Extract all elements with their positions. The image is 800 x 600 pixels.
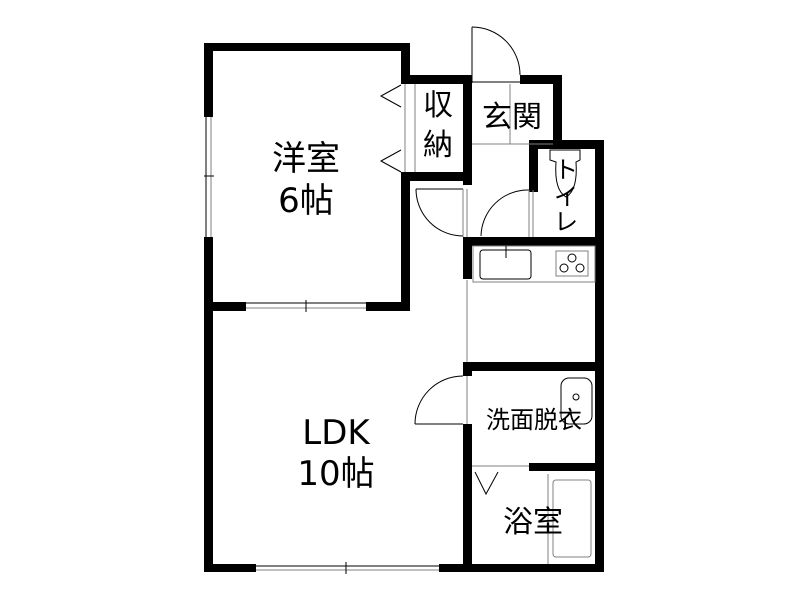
room-name-entrance: 玄関 <box>482 100 542 135</box>
wall <box>204 564 256 572</box>
wall <box>401 75 472 84</box>
wall <box>595 140 604 572</box>
wall <box>366 302 410 311</box>
wall <box>204 237 213 572</box>
fixtures <box>472 149 596 564</box>
wall <box>463 362 604 371</box>
walls <box>204 43 604 572</box>
room-name-washroom: 洗面脱衣 <box>486 406 582 434</box>
doors <box>379 26 534 496</box>
partitions <box>414 84 553 362</box>
wall <box>553 75 562 147</box>
room-name-toilet-1: ト <box>554 156 578 184</box>
room-name-toilet-2: イ <box>554 183 578 211</box>
room-size-ldk: 10帖 <box>297 454 374 494</box>
wall <box>463 362 472 376</box>
wall <box>529 140 603 149</box>
wall <box>463 424 472 572</box>
wall <box>204 43 213 117</box>
room-name-ldk: LDK <box>302 413 371 453</box>
room-name-western: 洋室 <box>272 139 340 179</box>
wall <box>520 75 562 84</box>
wall <box>463 75 472 185</box>
washbasin-icon <box>560 377 593 425</box>
kitchen-counter <box>472 245 596 283</box>
stove-icon <box>555 250 589 277</box>
room-name-storage-1: 収 <box>423 88 453 123</box>
windows <box>204 117 439 574</box>
room-size-western: 6帖 <box>278 181 334 221</box>
toilet-icon <box>549 149 581 198</box>
room-name-toilet-3: レ <box>554 208 578 236</box>
wall <box>401 172 472 181</box>
wall <box>529 463 604 471</box>
wall <box>401 172 410 310</box>
wall <box>401 43 410 83</box>
wall <box>529 140 538 192</box>
labels: 洋室 6帖 収 納 玄関 ト イ レ LDK 10帖 洗面脱衣 浴室 <box>272 88 582 540</box>
wall <box>439 564 604 572</box>
wall <box>204 43 410 51</box>
room-name-storage-2: 納 <box>423 128 453 163</box>
room-name-bathroom: 浴室 <box>503 505 563 540</box>
wall <box>204 302 246 311</box>
bathtub-icon <box>552 479 592 558</box>
wall <box>463 237 604 246</box>
wall <box>463 237 472 279</box>
